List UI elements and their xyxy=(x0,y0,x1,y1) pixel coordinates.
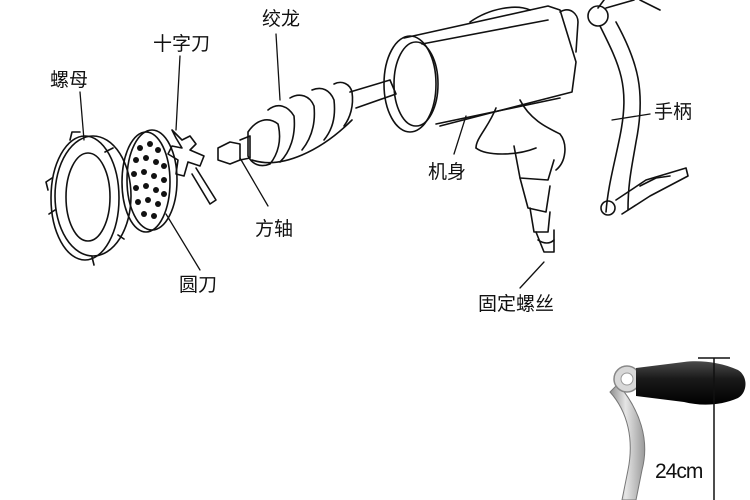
square-shaft-drawing xyxy=(218,136,250,164)
nut-drawing xyxy=(46,132,131,265)
label-round-blade: 圆刀 xyxy=(179,276,217,295)
dimension-label: 24cm xyxy=(655,461,702,482)
leader-lines xyxy=(80,34,650,288)
label-clamp-screw: 固定螺丝 xyxy=(478,295,554,314)
clamp-screw-drawing xyxy=(536,230,554,252)
auger-drawing xyxy=(248,80,396,166)
body-drawing xyxy=(384,6,578,232)
exploded-view-illustration xyxy=(0,0,750,330)
label-square-shaft: 方轴 xyxy=(255,220,293,239)
label-body: 机身 xyxy=(428,163,466,182)
label-nut: 螺母 xyxy=(50,71,88,90)
label-auger: 绞龙 xyxy=(262,10,300,29)
label-cross-blade: 十字刀 xyxy=(153,35,210,54)
label-handle: 手柄 xyxy=(654,103,692,122)
cross-blade-drawing xyxy=(168,130,216,204)
